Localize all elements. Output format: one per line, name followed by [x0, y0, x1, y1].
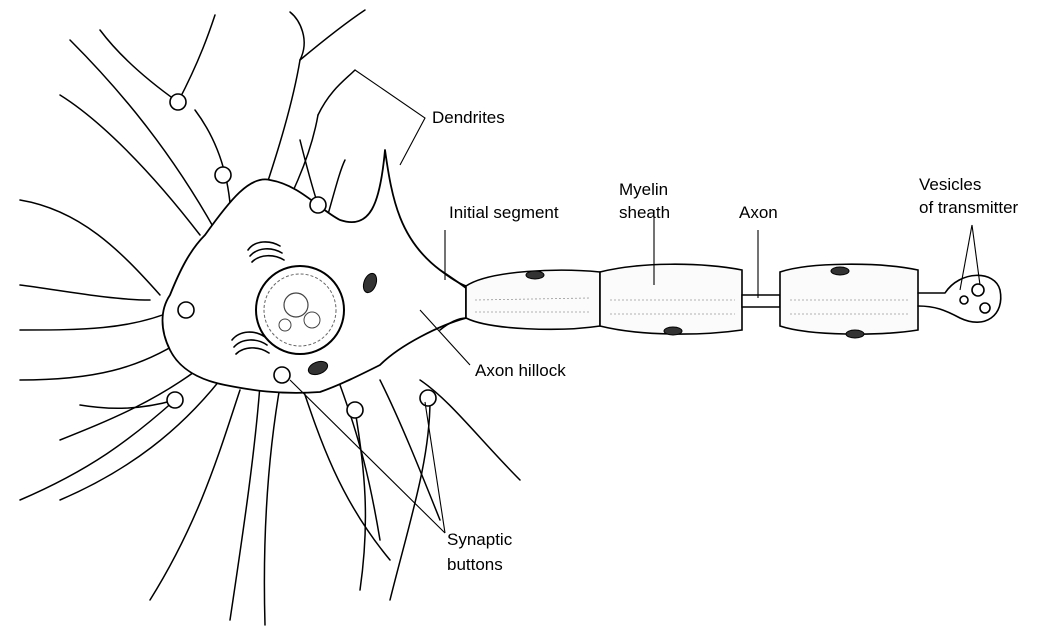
label-dendrites: Dendrites	[432, 108, 505, 127]
label-myelin-sheath-line2: sheath	[619, 203, 670, 222]
axon-terminal	[918, 275, 1001, 322]
label-vesicles-line1: Vesicles	[919, 175, 981, 194]
myelin-segment-3	[780, 264, 918, 338]
myelin-segment-2	[600, 264, 742, 335]
label-axon-hillock: Axon hillock	[475, 361, 566, 380]
label-axon: Axon	[739, 203, 778, 222]
label-synaptic-buttons-line1: Synaptic	[447, 530, 513, 549]
nucleus	[256, 266, 344, 354]
label-vesicles-line2: of transmitter	[919, 198, 1019, 217]
label-initial-segment: Initial segment	[449, 203, 559, 222]
myelin-segment-1	[466, 270, 600, 329]
label-myelin-sheath-line1: Myelin	[619, 180, 668, 199]
axon-node	[742, 295, 780, 307]
label-synaptic-buttons-line2: buttons	[447, 555, 503, 574]
